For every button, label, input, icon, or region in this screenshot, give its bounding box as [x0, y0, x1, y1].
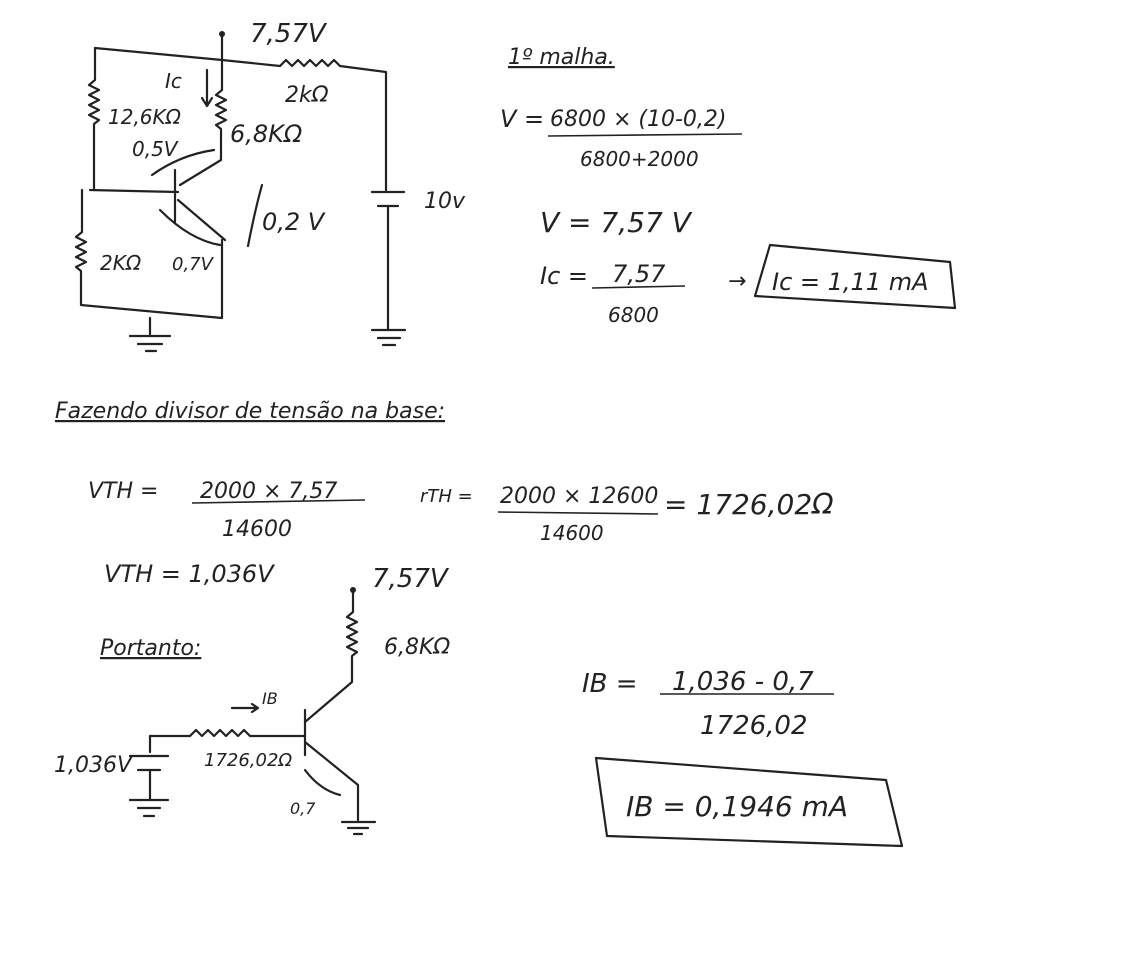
r-2k-bottom-label: 2KΩ	[100, 251, 142, 275]
resistor-6k8	[178, 58, 228, 187]
rth-eq-lhs: rTH =	[420, 486, 473, 507]
ic-arrow	[200, 68, 214, 108]
c2-node-voltage: 7,57V	[372, 564, 450, 594]
vce-arrow	[246, 183, 264, 248]
v-eq-numerator: 6800 × (10-0,2)	[550, 107, 727, 132]
vbe-label: 0,7V	[172, 254, 215, 275]
portanto-title: Portanto:	[100, 636, 201, 661]
rth-denominator: 14600	[540, 521, 604, 545]
ic-result: Ic = 1,11 mA	[772, 268, 929, 296]
resistor-12k6	[87, 46, 101, 192]
c2-r-collector-label: 6,8KΩ	[384, 635, 450, 660]
c2-vbe-label: 0,7	[290, 799, 316, 818]
ib-arrow	[230, 702, 260, 714]
vbe-arrow-2	[303, 768, 342, 797]
v-eq-denominator: 6800+2000	[580, 147, 699, 171]
ib-label: IB	[262, 689, 278, 708]
ic-label: Ic	[165, 69, 182, 93]
resistor-2k	[278, 58, 342, 68]
r-6k8-label: 6,8KΩ	[230, 120, 303, 148]
vth-eq-lhs: VTH =	[88, 479, 158, 504]
ib-result: IB = 0,1946 mA	[626, 790, 848, 823]
arrow: →	[728, 269, 746, 294]
rth-result: = 1726,02Ω	[664, 488, 834, 521]
circuit-1-wiring	[74, 31, 407, 353]
vbe-arrow	[158, 208, 222, 247]
circuit-2-wiring	[128, 587, 377, 836]
ic-eq-lhs: Ic =	[540, 262, 588, 290]
ib-eq-lhs: IB =	[582, 669, 638, 699]
rth-numerator: 2000 × 12600	[500, 484, 658, 509]
vbc-arrow	[150, 148, 216, 177]
vce-label: 0,2 V	[262, 208, 326, 236]
mesh-title: 1º malha.	[508, 45, 615, 70]
c2-r-base-label: 1726,02Ω	[204, 750, 292, 771]
ic-result-box	[753, 243, 957, 310]
thevenin-title: Fazendo divisor de tensão na base:	[55, 399, 445, 424]
vth-numerator: 2000 × 7,57	[200, 479, 337, 504]
vbc-label: 0,5V	[132, 137, 179, 161]
battery-10v	[338, 64, 407, 347]
ib-denominator: 1726,02	[700, 711, 808, 741]
v-result: V = 7,57 V	[540, 206, 693, 239]
ic-eq-numerator: 7,57	[612, 260, 666, 288]
ib-numerator: 1,036 - 0,7	[672, 667, 814, 697]
r-2k-label: 2kΩ	[285, 83, 329, 108]
vth-denominator: 14600	[222, 517, 292, 542]
battery-label: 10v	[424, 189, 466, 214]
ib-result-box	[594, 756, 904, 848]
node-voltage-label: 7,57V	[250, 19, 328, 49]
v-eq-lhs: V =	[500, 105, 544, 133]
ic-eq-denominator: 6800	[608, 303, 659, 327]
vth-result: VTH = 1,036V	[104, 560, 275, 588]
r-12k6-label: 12,6KΩ	[108, 105, 182, 129]
c2-source-label: 1,036V	[54, 753, 134, 778]
transistor-and-lower-branch	[74, 168, 227, 353]
